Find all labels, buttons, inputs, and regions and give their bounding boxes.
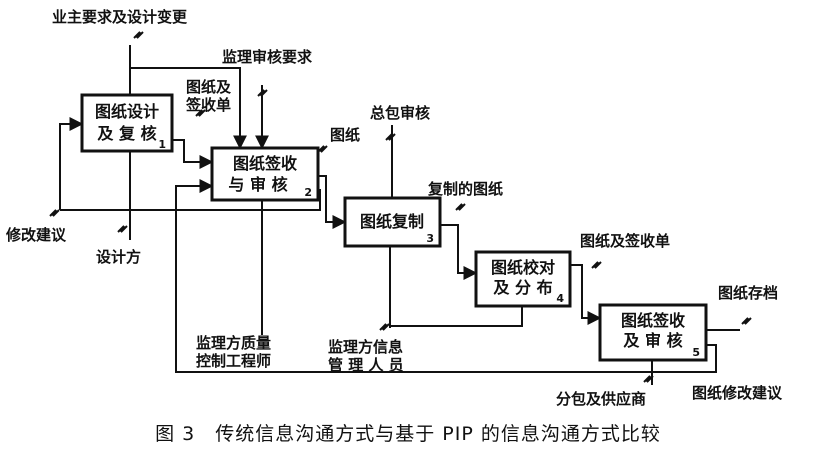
label-owner-requirements: 业主要求及设计变更 bbox=[52, 8, 188, 26]
label-drawing-receipt-1: 图纸及 bbox=[186, 78, 232, 96]
box-1-line1: 图纸设计 bbox=[95, 102, 159, 121]
box-1-line2: 及 复 核 bbox=[97, 124, 156, 143]
box-3-line1: 图纸复制 bbox=[360, 212, 424, 231]
label-archive: 图纸存档 bbox=[718, 284, 778, 302]
label-subcontractor: 分包及供应商 bbox=[556, 390, 646, 408]
figure-caption: 图 3 传统信息沟通方式与基于 PIP 的信息沟通方式比较 bbox=[155, 423, 661, 445]
label-drawing: 图纸 bbox=[330, 126, 360, 144]
box-4-line2: 及 分 布 bbox=[493, 278, 552, 297]
label-gc-review: 总包审核 bbox=[370, 104, 430, 122]
process-box-4: 图纸校对 及 分 布 4 bbox=[474, 250, 572, 308]
labels: 业主要求及设计变更 监理审核要求 图纸及 签收单 总包审核 图纸 复制的图纸 图… bbox=[5, 8, 783, 408]
label-designer: 设计方 bbox=[96, 248, 141, 266]
label-info-manager-2: 管 理 人 员 bbox=[328, 356, 404, 374]
box-5-line2: 及 审 核 bbox=[623, 331, 682, 350]
label-copied-drawing: 复制的图纸 bbox=[427, 180, 503, 198]
connector-lines bbox=[59, 45, 740, 385]
label-revision-suggestion: 图纸修改建议 bbox=[692, 384, 783, 402]
squiggle-marks bbox=[49, 31, 752, 383]
label-supervisor-requirements: 监理审核要求 bbox=[222, 48, 313, 66]
box-2-line2: 与 审 核 bbox=[228, 175, 287, 194]
box-3-number: 3 bbox=[426, 232, 434, 245]
process-box-3: 图纸复制 3 bbox=[343, 196, 442, 248]
label-qc-engineer-2: 控制工程师 bbox=[196, 352, 271, 370]
process-box-5: 图纸签收 及 审 核 5 bbox=[598, 303, 708, 362]
box-2-number: 2 bbox=[304, 186, 312, 199]
process-box-1: 图纸设计 及 复 核 1 bbox=[80, 93, 174, 153]
label-qc-engineer-1: 监理方质量 bbox=[196, 334, 271, 352]
label-modify-suggestion: 修改建议 bbox=[5, 226, 67, 244]
box-1-number: 1 bbox=[158, 138, 166, 151]
process-box-2: 图纸签收 与 审 核 2 bbox=[210, 146, 320, 202]
box-4-number: 4 bbox=[556, 292, 564, 305]
box-4-line1: 图纸校对 bbox=[491, 258, 555, 277]
box-2-line1: 图纸签收 bbox=[233, 154, 297, 173]
box-5-line1: 图纸签收 bbox=[621, 311, 685, 330]
label-drawing-receipt-2: 签收单 bbox=[185, 96, 231, 114]
box-5-number: 5 bbox=[692, 346, 700, 359]
label-info-manager-1: 监理方信息 bbox=[328, 338, 403, 356]
label-drawing-and-receipt: 图纸及签收单 bbox=[580, 232, 670, 250]
